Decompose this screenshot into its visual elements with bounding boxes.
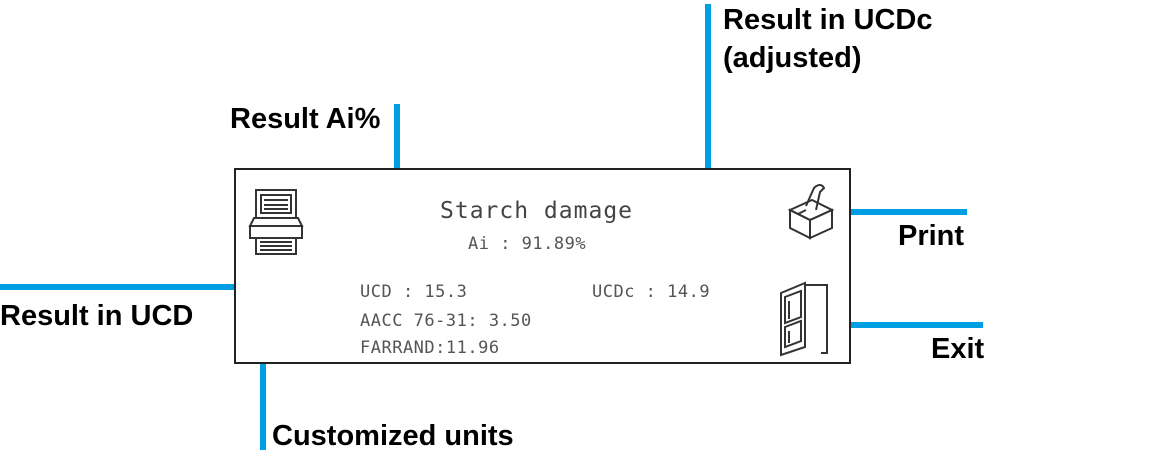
farrand-value: FARRAND:11.96 [360, 338, 500, 358]
callout-line-custom-vertical-a [260, 314, 266, 450]
aacc-value: AACC 76-31: 3.50 [360, 311, 532, 331]
callout-result-ai: Result Ai% [230, 103, 381, 135]
callout-result-ucdc-line1: Result in UCDc [723, 4, 933, 36]
ucd-value: UCD : 15.3 [360, 282, 468, 302]
screen-title: Starch damage [440, 198, 634, 224]
callout-customized-units: Customized units [272, 420, 514, 452]
door-exit-icon[interactable] [777, 281, 833, 357]
computer-printer-icon [248, 189, 304, 255]
printer-icon[interactable] [784, 180, 840, 242]
callout-line-exit [840, 322, 983, 328]
callout-line-ucdc-vertical [705, 4, 711, 243]
ai-value: Ai : 91.89% [468, 234, 587, 254]
callout-result-ucdc-line2: (adjusted) [723, 42, 862, 74]
callout-print: Print [898, 220, 965, 252]
ucdc-value: UCDc : 14.9 [592, 282, 711, 302]
callout-line-print [826, 209, 967, 215]
callout-exit: Exit [931, 333, 985, 365]
callout-line-ucd [0, 284, 352, 290]
callout-result-ucd: Result in UCD [0, 300, 194, 332]
device-screen: Starch damage Ai : 91.89% UCD : 15.3 UCD… [234, 168, 851, 364]
